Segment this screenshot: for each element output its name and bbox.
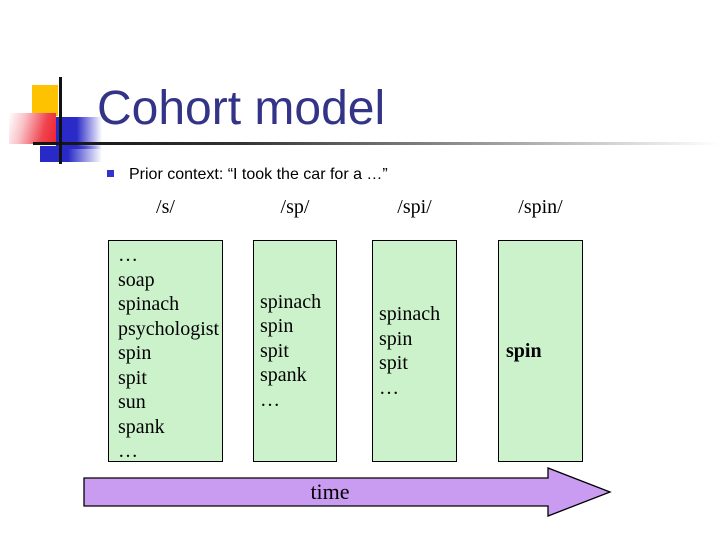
cohort-word: spin [260,315,294,338]
cohort-word: spit [118,366,147,389]
time-arrow: time [83,467,612,517]
cohort-word: soap [118,268,155,291]
cohort-word: spank [260,364,307,387]
cohort-word: spinach [379,303,441,325]
column-header-s: /s/ [156,196,175,218]
cohort-word: … [379,376,399,399]
time-arrow-shape [83,467,612,517]
cohort-word: spin [506,339,542,362]
logo-yellow-square [32,85,58,116]
logo-small-blue-square [40,146,102,162]
logo-red-gradient-square [9,113,56,144]
cohort-word: spinach [260,290,322,313]
column-header-spi: /spi/ [397,196,432,218]
cohort-word: … [118,244,138,266]
time-arrow-label: time [310,479,349,504]
cohort-word: spinach [118,293,180,315]
cohort-word: spit [379,352,408,374]
column-header-sp: /sp/ [280,196,310,218]
logo-vertical-line [59,77,62,164]
cohort-word: spit [260,339,289,362]
page-title: Cohort model [97,82,386,135]
cohort-word: … [118,440,138,462]
cohort-word: spin [118,342,152,364]
cohort-word: spin [379,327,413,350]
cohort-box-spin: spin [498,240,583,462]
cohort-word: sun [118,391,146,413]
cohort-word: psychologist [118,317,220,340]
cohort-word: spank [118,415,165,438]
title-underline-rule [33,142,720,145]
prior-context-text: Prior context: “I took the car for a …” [129,166,388,183]
bullet-square-icon [107,170,114,177]
column-header-spin: /spin/ [518,196,563,218]
cohort-word: … [260,388,280,411]
